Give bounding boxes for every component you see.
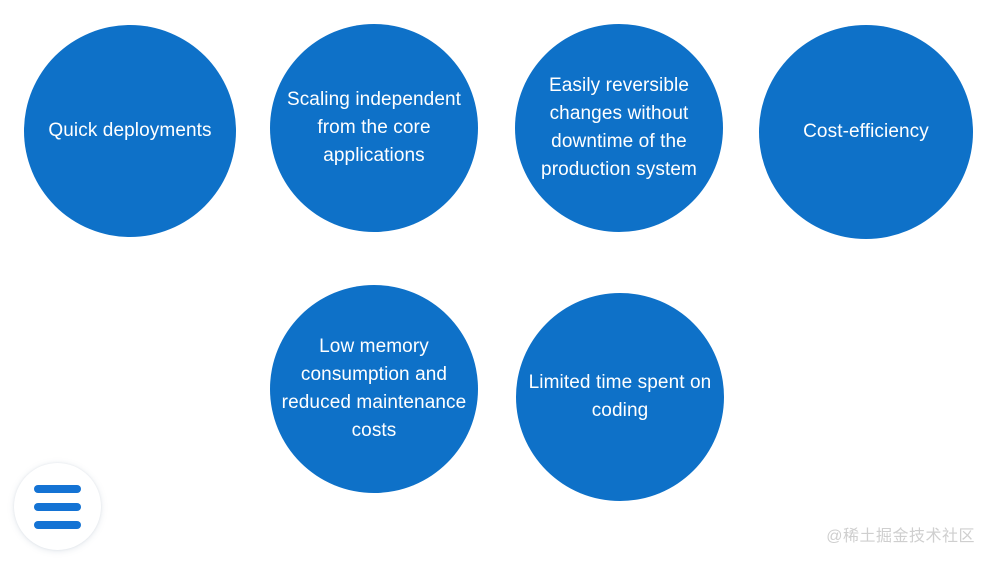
bubble-label: Quick deployments (48, 120, 212, 141)
bubble-cost-efficiency[interactable]: Cost-efficiency (759, 25, 973, 239)
bubble-label: Cost-efficiency (803, 121, 929, 142)
bubble-label: Scaling independent from the core applic… (286, 89, 462, 166)
bubble-low-memory-consumption[interactable]: Low memory consumption and reduced maint… (270, 285, 478, 493)
hamburger-menu-button[interactable] (14, 463, 101, 550)
hamburger-menu-icon (34, 484, 81, 493)
bubble-quick-deployments[interactable]: Quick deployments (24, 25, 236, 237)
hamburger-menu-icon (34, 520, 81, 529)
bubble-label: Easily reversible changes without downti… (541, 75, 697, 180)
hamburger-menu-icon (34, 502, 81, 511)
bubble-label: Limited time spent on coding (528, 372, 712, 421)
bubble-scaling-independent[interactable]: Scaling independent from the core applic… (270, 24, 478, 232)
bubble-easily-reversible[interactable]: Easily reversible changes without downti… (515, 24, 723, 232)
bubble-limited-time-coding[interactable]: Limited time spent on coding (516, 293, 724, 501)
watermark-text: @稀土掘金技术社区 (826, 528, 975, 545)
bubble-label: Low memory consumption and reduced maint… (281, 336, 467, 441)
